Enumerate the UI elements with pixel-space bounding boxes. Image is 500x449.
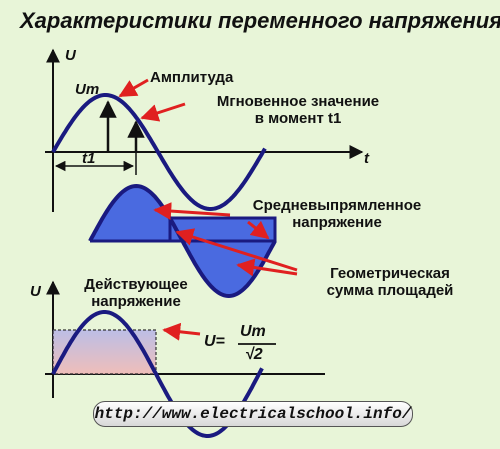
url-banner[interactable]: http://www.electricalschool.info/	[93, 401, 413, 427]
u-axis-label-bottom: U	[30, 283, 41, 300]
arrow-geo-2	[236, 258, 298, 277]
instant-value-label: Мгновенное значение в момент t1	[216, 93, 380, 127]
t-axis-label: t	[364, 150, 369, 167]
rms-voltage-label: Действующее напряжение	[84, 276, 188, 310]
formula-denominator: √2	[245, 346, 263, 363]
arrow-rms	[162, 322, 201, 341]
page-title: Характеристики переменного напряжения	[20, 8, 500, 33]
rms-rectangle-border	[52, 329, 157, 375]
avg-voltage-label: Средневыпрямленное напряжение	[252, 197, 422, 231]
geometric-sum-label: Геометрическая сумма площадей	[326, 265, 454, 299]
sine-wave-top	[51, 93, 267, 212]
arrow-geo-1	[175, 228, 298, 272]
arrow-amplitude	[118, 78, 149, 98]
rms-rectangle	[53, 330, 156, 374]
formula-lhs: U=	[204, 333, 225, 350]
arrow-avg-1	[153, 202, 231, 221]
amplitude-label: Амплитуда	[150, 69, 234, 86]
avg-fill-positive	[90, 186, 183, 241]
u-axis-label-top: U	[65, 47, 76, 64]
formula-numerator: Um	[240, 323, 266, 340]
arrow-avg-2	[247, 220, 270, 240]
um-label: Um	[75, 81, 100, 98]
arrow-instant	[140, 102, 186, 122]
t1-label: t1	[82, 150, 96, 167]
